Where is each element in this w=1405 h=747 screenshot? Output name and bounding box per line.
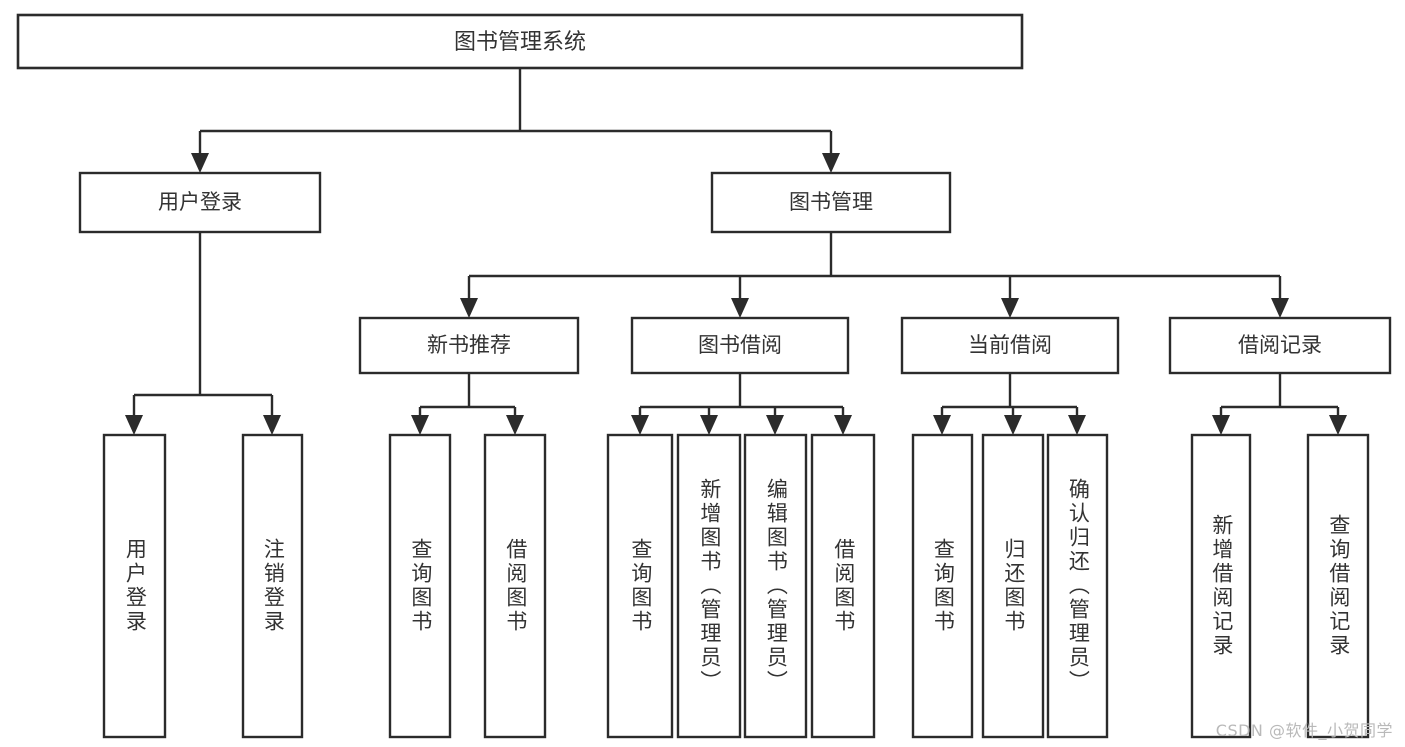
leaf-add-borrow-record-box[interactable] bbox=[1190, 433, 1252, 739]
leaf-query-book-borrow-box[interactable] bbox=[606, 433, 674, 739]
arrow-head-icon bbox=[834, 415, 852, 435]
node-book-manage-label: 图书管理 bbox=[789, 190, 873, 214]
arrow-head-icon bbox=[411, 415, 429, 435]
node-borrow-record[interactable]: 借阅记录 bbox=[1168, 316, 1392, 375]
arrow-head-icon bbox=[506, 415, 524, 435]
arrow-head-icon bbox=[1001, 298, 1019, 318]
leaf-return-book-box[interactable] bbox=[981, 433, 1045, 739]
arrow-head-icon bbox=[1068, 415, 1086, 435]
node-borrow-record-box[interactable] bbox=[1168, 316, 1392, 375]
arrow-head-icon bbox=[191, 153, 209, 173]
node-book-manage[interactable]: 图书管理 bbox=[710, 171, 952, 234]
arrow-head-icon bbox=[822, 153, 840, 173]
node-root-box[interactable] bbox=[16, 13, 1024, 70]
node-root[interactable]: 图书管理系统 bbox=[16, 13, 1024, 70]
node-user-login[interactable]: 用户登录 bbox=[78, 171, 322, 234]
node-new-book-recommend-box[interactable] bbox=[358, 316, 580, 375]
arrow-head-icon bbox=[1271, 298, 1289, 318]
leaf-borrow-book-recommend-box[interactable] bbox=[483, 433, 547, 739]
arrow-head-icon bbox=[700, 415, 718, 435]
leaf-edit-book-admin-box[interactable] bbox=[743, 433, 808, 739]
connector-layer bbox=[125, 68, 1347, 435]
node-book-manage-box[interactable] bbox=[710, 171, 952, 234]
arrow-head-icon bbox=[263, 415, 281, 435]
csdn-watermark: CSDN @软件_小贺同学 bbox=[1215, 721, 1393, 740]
leaf-user-login-box[interactable] bbox=[102, 433, 167, 739]
arrow-head-icon bbox=[1212, 415, 1230, 435]
arrow-head-icon bbox=[460, 298, 478, 318]
arrow-head-icon bbox=[933, 415, 951, 435]
node-root-label: 图书管理系统 bbox=[454, 30, 586, 55]
node-book-borrow[interactable]: 图书借阅 bbox=[630, 316, 850, 375]
node-user-login-label: 用户登录 bbox=[158, 190, 242, 214]
arrow-head-icon bbox=[766, 415, 784, 435]
arrow-head-icon bbox=[1329, 415, 1347, 435]
node-new-book-recommend[interactable]: 新书推荐 bbox=[358, 316, 580, 375]
leaf-user-logout-box[interactable] bbox=[241, 433, 304, 739]
leaf-query-book-recommend-box[interactable] bbox=[388, 433, 452, 739]
node-new-book-recommend-label: 新书推荐 bbox=[427, 333, 511, 357]
node-current-borrow[interactable]: 当前借阅 bbox=[900, 316, 1120, 375]
leaf-query-borrow-record-box[interactable] bbox=[1306, 433, 1370, 739]
arrow-head-icon bbox=[731, 298, 749, 318]
arrow-head-icon bbox=[1004, 415, 1022, 435]
node-book-borrow-box[interactable] bbox=[630, 316, 850, 375]
node-user-login-box[interactable] bbox=[78, 171, 322, 234]
leaf-add-book-admin-box[interactable] bbox=[676, 433, 742, 739]
leaf-confirm-return-admin-box[interactable] bbox=[1046, 433, 1109, 739]
leaf-box-layer bbox=[102, 433, 1370, 739]
leaf-query-book-current-box[interactable] bbox=[911, 433, 974, 739]
node-current-borrow-box[interactable] bbox=[900, 316, 1120, 375]
arrow-head-icon bbox=[631, 415, 649, 435]
arrow-head-icon bbox=[125, 415, 143, 435]
node-current-borrow-label: 当前借阅 bbox=[968, 333, 1052, 357]
leaf-borrow-book-box[interactable] bbox=[810, 433, 876, 739]
node-borrow-record-label: 借阅记录 bbox=[1238, 333, 1322, 357]
node-book-borrow-label: 图书借阅 bbox=[698, 333, 782, 357]
